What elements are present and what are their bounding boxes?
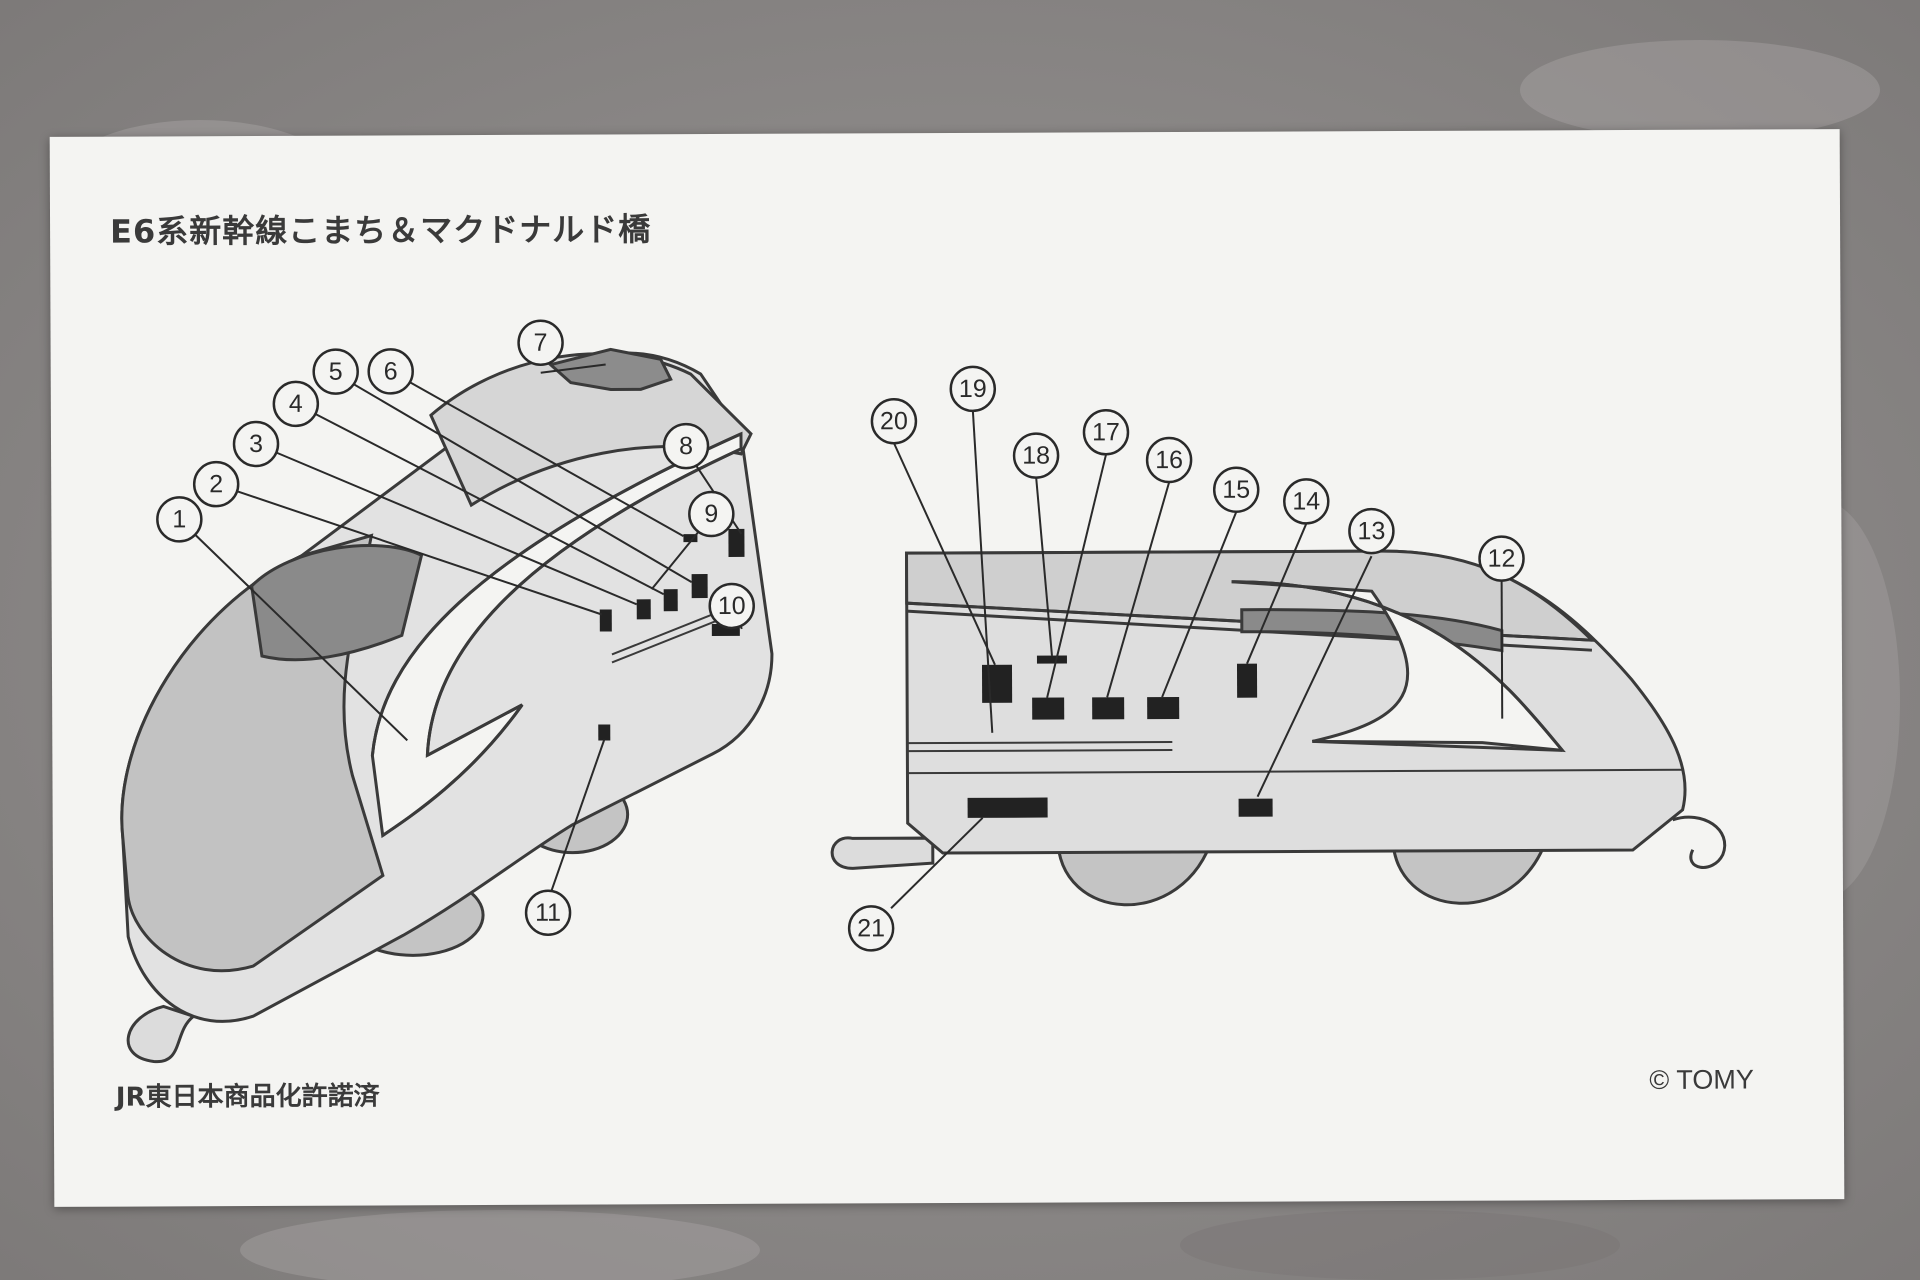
callout-label: 17 [1092,418,1120,446]
callout-17: 17 [1082,409,1130,456]
callout-markers: 1 2 3 4 5 6 7 8 9 10 11 12 13 14 15 16 1… [156,319,1525,952]
callout-label: 16 [1155,446,1183,474]
callout-label: 9 [704,500,718,528]
callout-21: 21 [847,905,895,952]
callout-6: 6 [367,348,414,395]
callout-label: 5 [329,358,343,386]
copyright-text: © TOMY [1649,1064,1754,1095]
leader-lines-side [890,410,1504,909]
train-side-illustration [830,549,1727,907]
train-front-illustration [120,347,774,1063]
callout-5: 5 [312,348,359,395]
callout-8: 8 [662,422,710,470]
callout-label: 3 [249,430,263,458]
callout-label: 15 [1222,476,1250,504]
callout-9: 9 [688,490,735,538]
callout-label: 7 [534,329,548,357]
callout-label: 19 [959,375,987,403]
callout-label: 11 [535,899,561,927]
leader-lines-front [178,363,743,902]
callout-label: 12 [1488,545,1516,573]
callout-14: 14 [1283,478,1330,525]
callout-label: 18 [1022,442,1050,470]
callout-20: 20 [870,397,918,445]
callout-label: 21 [857,914,885,942]
callout-12: 12 [1478,535,1525,582]
instruction-sheet: E6系新幹線こまち＆マクドナルド橋 [49,129,1845,1207]
callout-7: 7 [517,319,564,367]
parts-diagram: 1 2 3 4 5 6 7 8 9 10 11 12 13 14 15 16 1… [120,319,1727,1063]
callout-label: 2 [209,470,223,498]
callout-11: 11 [524,889,572,936]
callout-15: 15 [1212,466,1260,513]
callout-label: 14 [1292,487,1320,515]
callout-1: 1 [156,496,203,543]
callout-label: 10 [718,592,746,620]
callout-label: 6 [384,357,398,385]
callout-2: 2 [192,460,240,508]
callout-label: 4 [289,390,303,418]
callout-18: 18 [1012,432,1060,479]
callout-label: 8 [679,432,693,460]
callout-16: 16 [1145,436,1193,484]
callout-label: 13 [1357,517,1385,545]
callout-label: 1 [172,505,186,533]
callout-label: 20 [880,407,908,435]
callout-4: 4 [272,380,320,428]
callout-13: 13 [1348,507,1395,555]
callout-19: 19 [949,365,997,413]
callout-10: 10 [708,582,755,630]
callout-3: 3 [232,420,280,468]
license-text: JR東日本商品化許諾済 [115,1081,380,1113]
